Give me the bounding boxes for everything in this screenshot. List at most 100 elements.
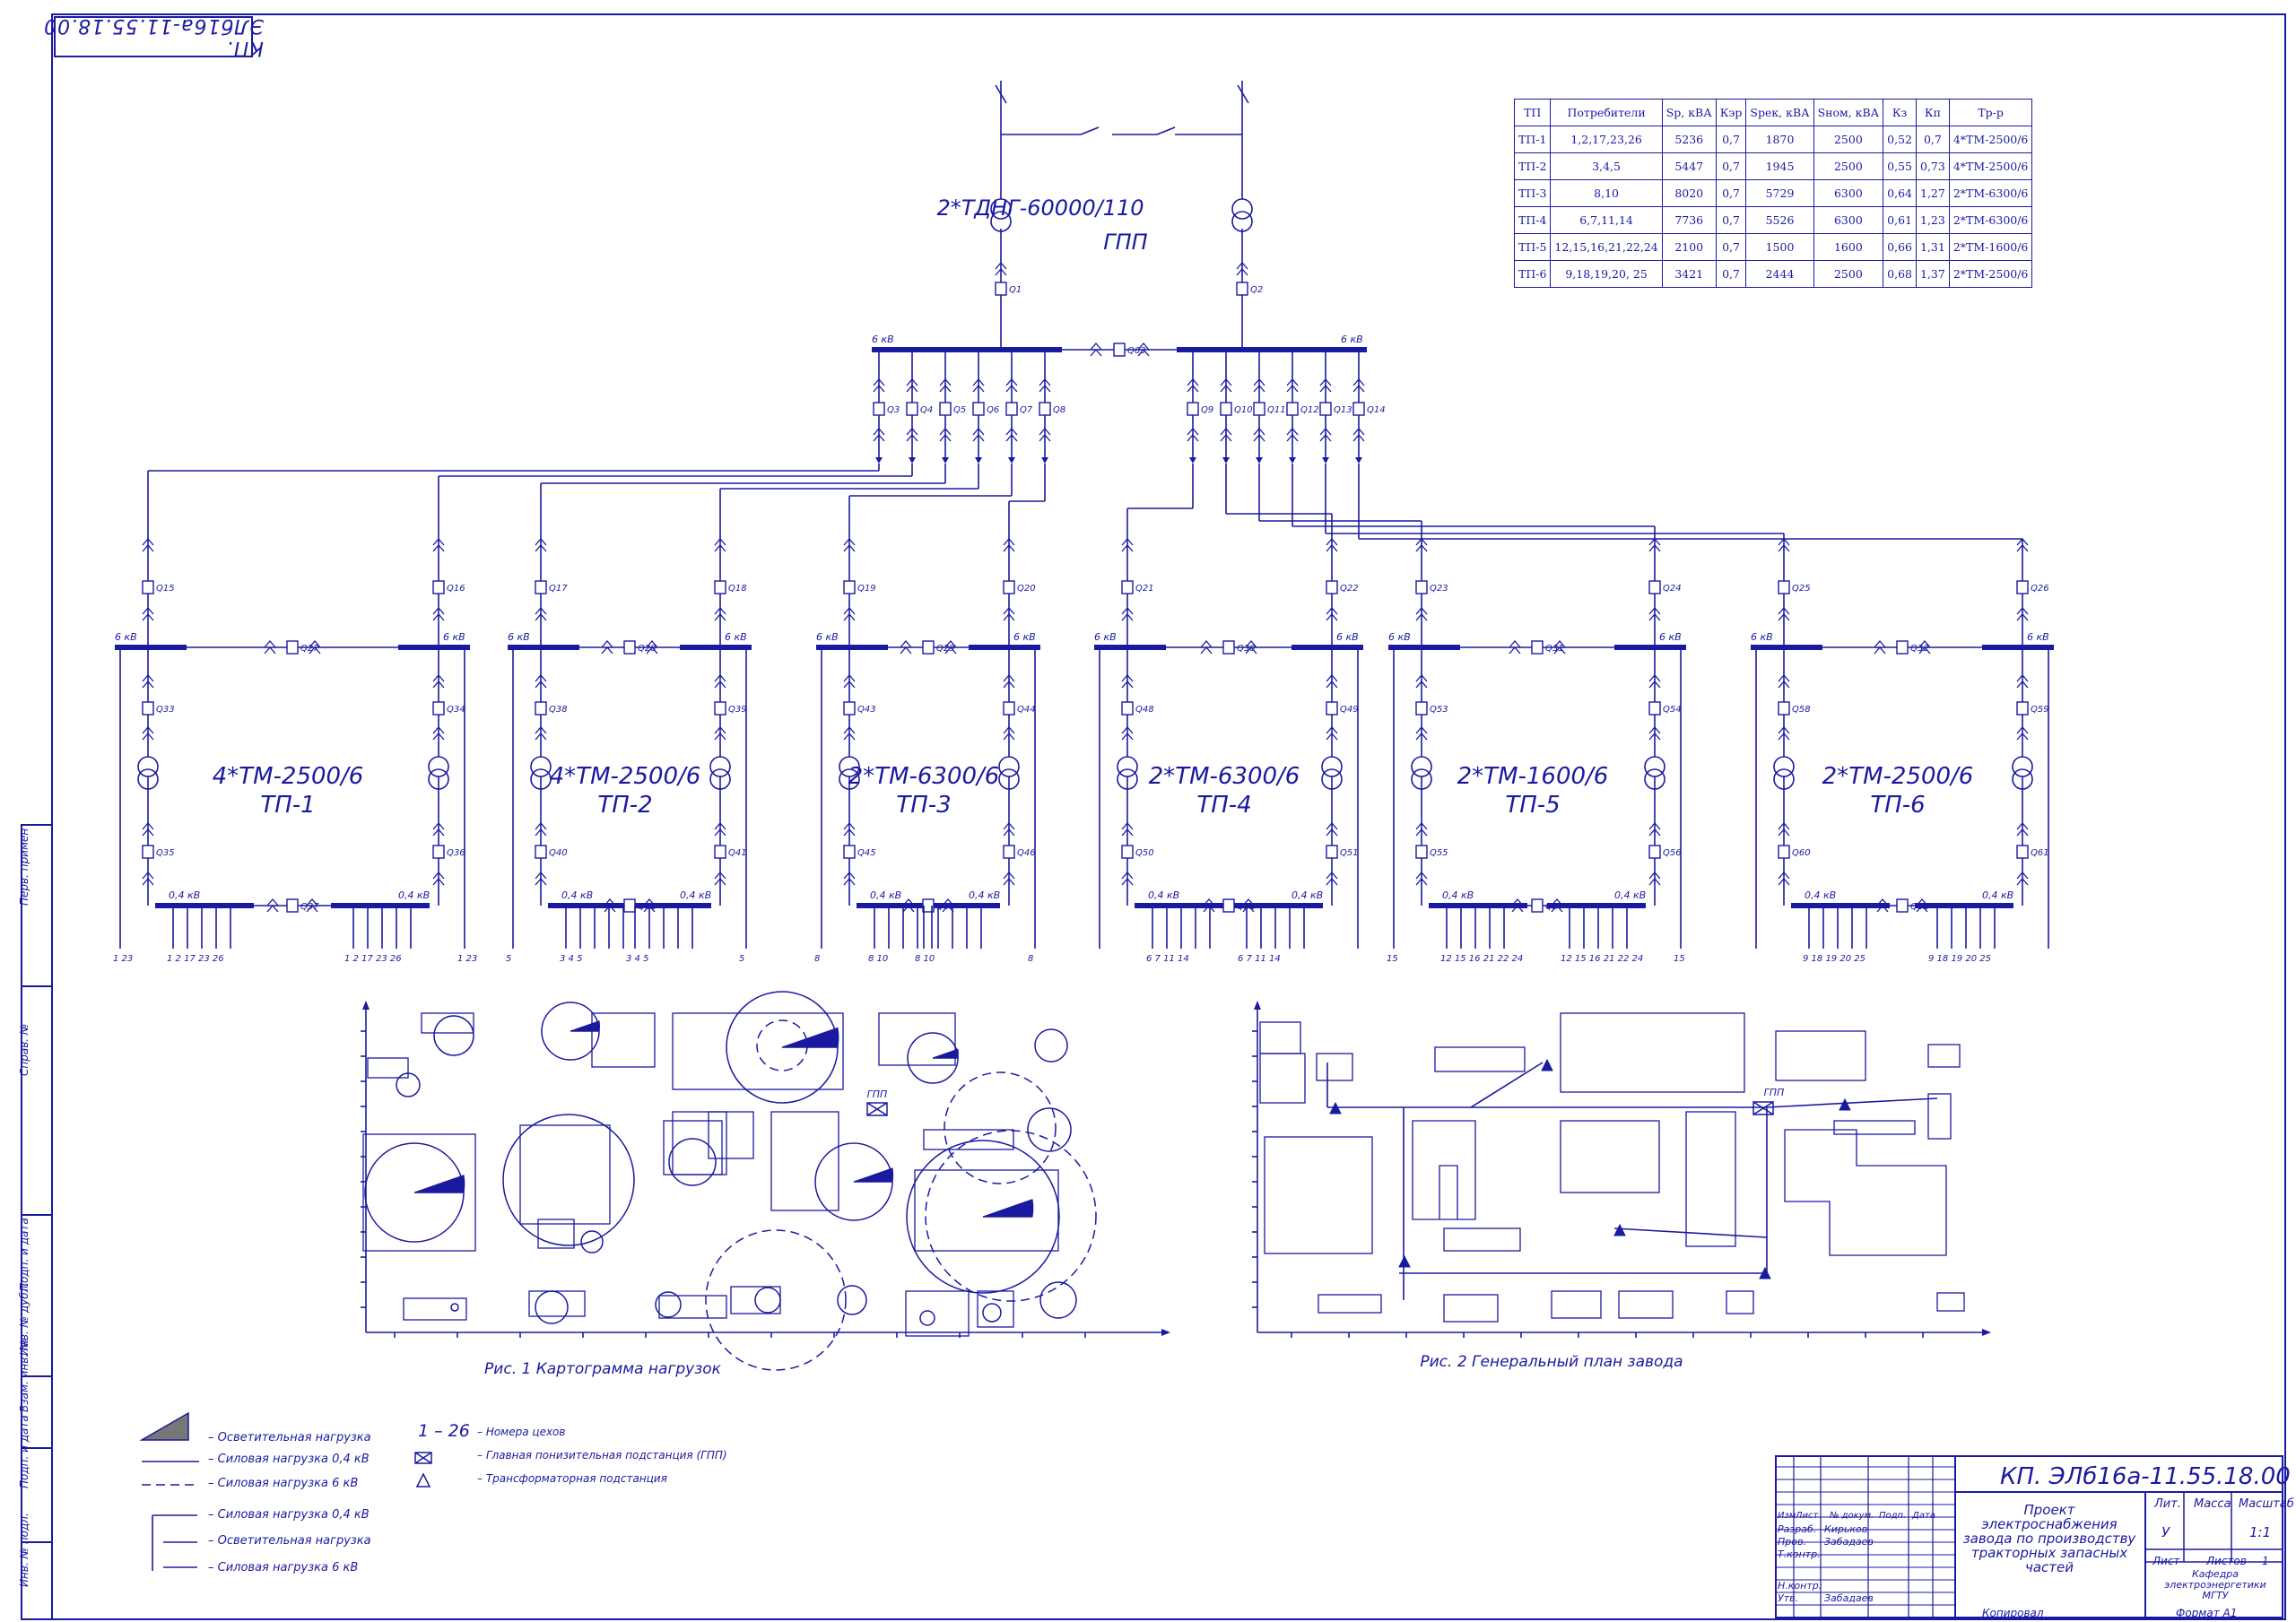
disconnector-symbol <box>1415 674 1428 689</box>
side-label: Перв. примен <box>18 828 30 906</box>
breaker-symbol <box>873 402 885 416</box>
breaker-symbol <box>1003 845 1015 859</box>
transformer-winding <box>428 768 449 790</box>
breaker-label: Q10 <box>1234 405 1253 415</box>
disconnector-symbol <box>1648 872 1661 886</box>
disconnector-symbol <box>1039 428 1051 442</box>
transformer-winding <box>1321 768 1343 790</box>
disconnector-symbol <box>1352 428 1365 442</box>
breaker-symbol <box>535 701 547 716</box>
load-circle <box>580 1230 604 1253</box>
disconnector-symbol <box>1039 378 1051 393</box>
breaker-label: Q63 <box>1127 346 1146 356</box>
side-out-label: 8 <box>1028 954 1033 964</box>
breaker-symbol <box>1039 402 1051 416</box>
disconnector-symbol <box>1286 378 1299 393</box>
disconnector-symbol <box>601 640 613 655</box>
cable-end <box>942 457 949 464</box>
plan-building <box>1551 1290 1602 1319</box>
legend-tp: – Трансформаторная подстанция <box>477 1472 667 1485</box>
breaker-label: Q37 <box>300 902 319 912</box>
hv-bus-label: 6 кВ <box>508 631 530 643</box>
disconnector-symbol <box>1200 640 1213 655</box>
hv-bus-label: 6 кВ <box>725 631 747 643</box>
lv-outgoing-label: 1 2 17 23 26 <box>167 954 224 964</box>
transformer-winding <box>1117 756 1138 777</box>
transformer-winding <box>709 768 731 790</box>
breaker-label: Q22 <box>1340 584 1359 594</box>
side-out-label: 5 <box>506 954 511 964</box>
breaker-symbol <box>142 845 154 859</box>
breaker-symbol <box>843 845 856 859</box>
disconnector-symbol <box>1778 872 1790 886</box>
tp-symbol <box>1613 1223 1626 1236</box>
breaker-label: Q29 <box>936 644 955 654</box>
axis-arrow <box>1254 1001 1261 1010</box>
lv-bus-label: 0,4 кВ <box>561 889 593 901</box>
load-circle <box>1034 1028 1068 1063</box>
disconnector-symbol <box>1876 898 1889 913</box>
summary-cell: 2100 <box>1661 233 1717 261</box>
breaker-label: Q21 <box>1135 584 1154 594</box>
disconnector-symbol <box>142 822 154 837</box>
breaker-label: Q14 <box>1367 405 1386 415</box>
breaker-label: Q31 <box>1545 644 1564 654</box>
breaker-symbol <box>1778 845 1790 859</box>
breaker-symbol <box>922 640 935 655</box>
title-block-frame <box>1775 1455 2283 1618</box>
breaker-symbol <box>1113 343 1126 357</box>
lv-bus-label: 0,4 кВ <box>1805 889 1836 901</box>
load-circle <box>925 1130 1097 1302</box>
breaker-symbol <box>1005 402 1018 416</box>
breaker-symbol <box>286 898 299 913</box>
substation-name-label: ТП-1 <box>260 792 315 819</box>
lv-outgoing-label: 6 7 11 14 <box>1146 954 1189 964</box>
disconnector-symbol <box>2016 674 2029 689</box>
legend-power04: – Силовая нагрузка 0,4 кВ <box>208 1453 370 1466</box>
breaker-symbol <box>1415 701 1428 716</box>
disconnector-symbol <box>1648 726 1661 741</box>
disconnector-symbol <box>1245 640 1257 655</box>
side-out-label: 1 23 <box>457 954 477 964</box>
workshop-outline <box>537 1219 575 1249</box>
summary-cell: 1,37 <box>1916 260 1950 288</box>
breaker-symbol <box>1778 580 1790 594</box>
disconnector-symbol <box>1551 898 1563 913</box>
summary-cell: 0,7 <box>1715 260 1747 288</box>
disconnector-symbol <box>1326 674 1338 689</box>
title-person: Забадаев <box>1824 1592 1874 1604</box>
disconnector-symbol <box>1778 607 1790 621</box>
lv-bus-label: 0,4 кВ <box>1442 889 1474 901</box>
transformer-winding <box>137 768 159 790</box>
disconnector-symbol <box>535 538 547 552</box>
disconnector-symbol <box>714 726 726 741</box>
disconnector-symbol <box>1648 538 1661 552</box>
disconnector-symbol <box>900 640 912 655</box>
summary-cell: 1500 <box>1745 233 1814 261</box>
hv-bus-label: 6 кВ <box>1751 631 1773 643</box>
workshop-outline <box>367 1057 409 1079</box>
side-out-label: 5 <box>739 954 744 964</box>
summary-cell: 0,7 <box>1715 233 1747 261</box>
wire <box>1237 84 1249 104</box>
breaker-symbol <box>1648 845 1661 859</box>
title-scale-value: 1:1 <box>2249 1524 2272 1540</box>
breaker-label: Q62 <box>1910 902 1929 912</box>
transformer-winding <box>1773 756 1795 777</box>
transformer-winding <box>1644 768 1665 790</box>
breaker-label: Q4 <box>920 405 933 415</box>
side-label: Взам. инв. № <box>18 1339 30 1412</box>
disconnector-symbol <box>1003 726 1015 741</box>
plan-building <box>1936 1292 1965 1312</box>
transformer-winding <box>998 768 1020 790</box>
disconnector-symbol <box>1415 822 1428 837</box>
lv-bus-label: 0,4 кВ <box>680 889 711 901</box>
breaker-symbol <box>1896 898 1909 913</box>
breaker-label: Q35 <box>156 848 175 858</box>
load-circle <box>837 1285 867 1315</box>
transformer-winding <box>530 768 552 790</box>
cable-end <box>1322 457 1329 464</box>
plan-building <box>1412 1120 1476 1220</box>
breaker-symbol <box>142 580 154 594</box>
disconnector-symbol <box>942 898 954 913</box>
